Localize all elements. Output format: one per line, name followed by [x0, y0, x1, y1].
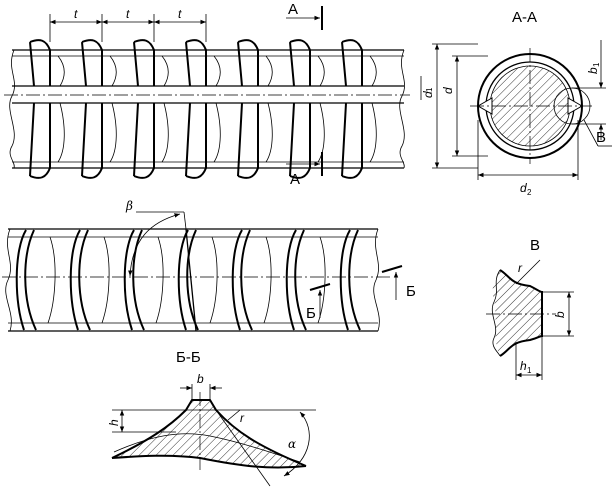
detail-v-title: В [530, 237, 540, 254]
pitch-dimension: t t t [49, 7, 207, 42]
section-b-b-title: Б-Б [176, 349, 201, 366]
svg-text:1: 1 [592, 62, 601, 67]
section-b-width-label: b [197, 372, 204, 386]
section-b-label-right: Б [406, 283, 416, 300]
detail-radius-label: r [518, 261, 523, 275]
section-b-label-left: Б [306, 305, 316, 322]
detail-v-view: В r b h 1 [486, 237, 574, 380]
section-a-marker: А А [286, 1, 323, 188]
section-a-a-title: А-А [512, 9, 537, 26]
rib-height-label: h [107, 419, 121, 426]
svg-text:1: 1 [425, 87, 434, 92]
rib-radius-label: r [240, 411, 245, 425]
detail-width-label: b [553, 311, 567, 318]
core-diameter-label: d [441, 87, 455, 94]
top-lower-ribs [29, 102, 377, 179]
pitch-label-3: t [178, 7, 182, 21]
detail-height-label: h [520, 359, 527, 373]
outer-diameter-label: d [421, 91, 435, 98]
section-a-label-top: А [288, 1, 298, 18]
alpha-label: α [288, 437, 296, 451]
section-b-b-view: Б-Б b h r α [107, 349, 316, 487]
top-rebar-view: t t t А А [4, 1, 410, 188]
diameter-d2-label: d [520, 181, 527, 195]
notch-width-label: b [586, 67, 600, 74]
pitch-label-1: t [74, 7, 78, 21]
section-b-marker: Б Б [306, 265, 416, 322]
section-a-a-view: А-А В d 1 d d 2 b [420, 9, 612, 197]
rib-angle-beta: β [125, 199, 187, 277]
top-upper-ribs [29, 39, 377, 87]
svg-text:1: 1 [527, 366, 532, 375]
pitch-label-2: t [126, 7, 130, 21]
middle-rebar-view: β Б Б [2, 199, 416, 332]
helical-ribs [15, 228, 361, 332]
svg-text:2: 2 [527, 188, 532, 197]
section-a-label-bottom: А [290, 171, 300, 188]
beta-label: β [125, 199, 133, 213]
